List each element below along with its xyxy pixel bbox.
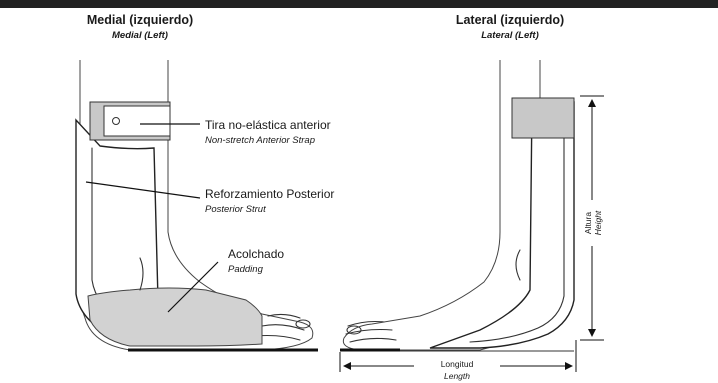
lateral-figure: Lateral (izquierdo) Lateral (Left) Altur… <box>340 13 604 381</box>
height-label: Altura <box>583 212 593 234</box>
medial-strap-rivet <box>113 118 120 125</box>
medial-figure: Medial (izquierdo) Medial (Left) Tira no… <box>76 13 334 350</box>
padding-label: Acolchado <box>228 247 284 261</box>
medial-padding <box>88 288 262 346</box>
strap-label: Tira no-elástica anterior <box>205 118 331 132</box>
strut-label: Reforzamiento Posterior <box>205 187 334 201</box>
padding-label-en: Padding <box>228 264 264 275</box>
height-label-en: Height <box>593 210 603 235</box>
lateral-strap-band <box>512 98 574 138</box>
medial-title: Medial (izquierdo) <box>87 13 193 27</box>
length-label-en: Length <box>444 371 470 381</box>
strut-label-en: Posterior Strut <box>205 204 266 215</box>
length-label: Longitud <box>441 359 474 369</box>
medial-subtitle: Medial (Left) <box>112 30 168 41</box>
strap-label-en: Non-stretch Anterior Strap <box>205 135 315 146</box>
lateral-subtitle: Lateral (Left) <box>481 30 539 41</box>
lateral-leg-outline <box>343 60 540 350</box>
lateral-title: Lateral (izquierdo) <box>456 13 564 27</box>
